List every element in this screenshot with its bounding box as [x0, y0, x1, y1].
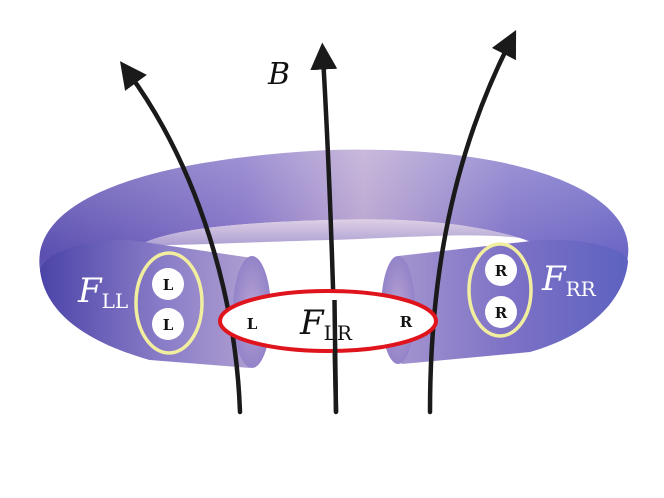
- particle-left-bottom-label: L: [163, 316, 174, 334]
- particle-center-left: [236, 307, 268, 339]
- field-line-center-overlay: [332, 299, 339, 413]
- group-left-ring: [134, 251, 204, 355]
- particle-left-top-label: L: [163, 276, 174, 294]
- group-center-ring: [218, 289, 438, 353]
- field-line-right: [427, 29, 517, 415]
- field-label: B: [267, 57, 290, 92]
- particle-right-bottom: [485, 296, 517, 328]
- particle-right-top-label: R: [495, 262, 508, 280]
- particle-right-top: [485, 254, 517, 286]
- particle-center-right: [390, 305, 422, 337]
- group-center-label: FLR: [299, 303, 353, 345]
- particle-left-bottom: [152, 308, 184, 340]
- torus-left-tube: [40, 240, 266, 368]
- group-right-ring: [467, 242, 533, 338]
- particle-center-right-label: R: [400, 313, 413, 331]
- group-right-label: FRR: [541, 259, 597, 301]
- group-right: R R FRR: [467, 242, 597, 338]
- particle-right-bottom-label: R: [495, 304, 508, 322]
- field-line-left: [120, 61, 243, 415]
- group-left: L L FLL: [77, 251, 204, 355]
- group-center: L R FLR: [218, 289, 438, 353]
- particle-center-left-label: L: [247, 315, 258, 333]
- torus-shading: [39, 149, 629, 360]
- particle-left-top: [152, 268, 184, 300]
- group-left-label: FLL: [77, 271, 128, 313]
